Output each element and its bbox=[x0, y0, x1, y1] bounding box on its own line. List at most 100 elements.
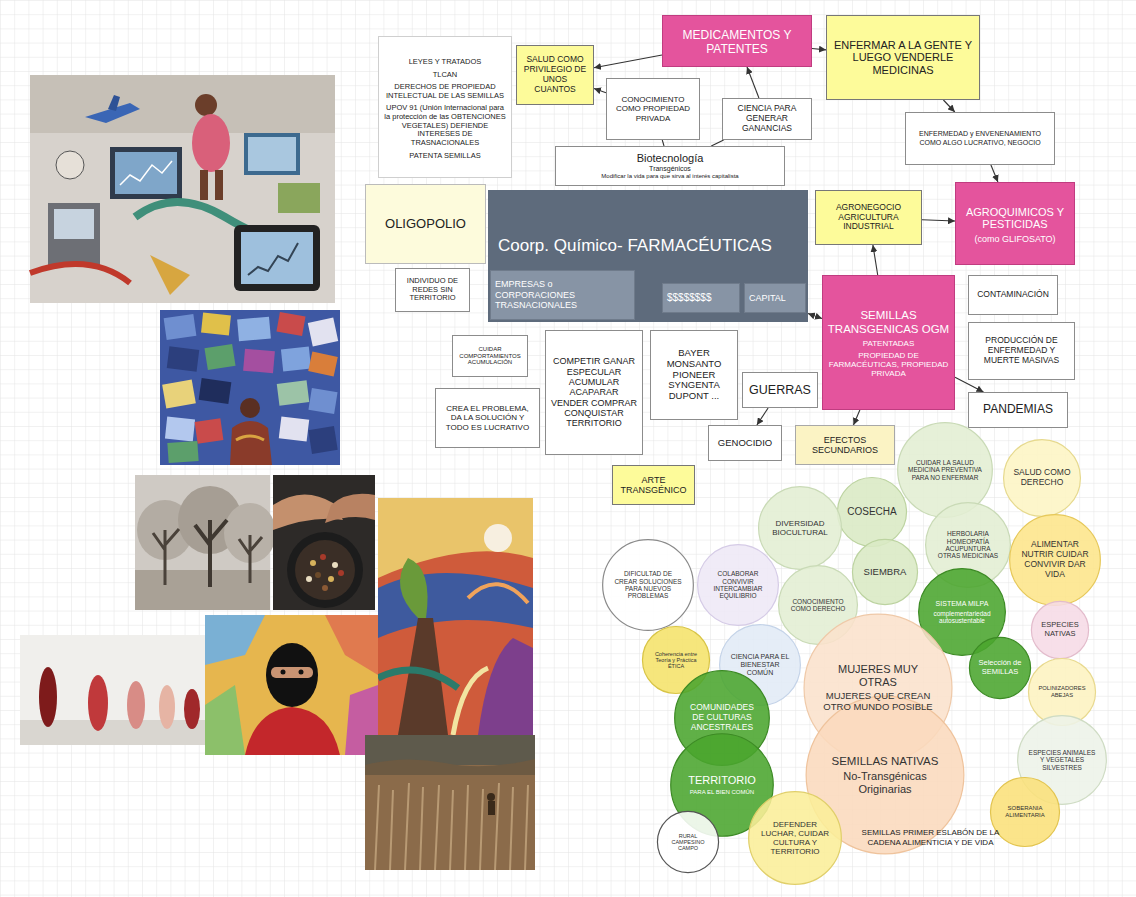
concept-circle: RURAL CAMPESINO CAMPO bbox=[657, 811, 719, 873]
patchwork-illustration-part bbox=[204, 344, 235, 370]
node-text: UPOV 91 (Unión Internacional para la pro… bbox=[384, 104, 506, 147]
text-wrap: COLABORAR CONVIVIR INTERCAMBIAR EQUILIBR… bbox=[706, 570, 770, 600]
collage-illustration-part bbox=[150, 255, 190, 295]
text-wrap: EFECTOS SECUNDARIOS bbox=[800, 435, 890, 456]
node-text: complementariedad autosustentable bbox=[928, 610, 997, 625]
arrow-connector bbox=[808, 314, 822, 319]
node-text: PROPIEDAD DE FARMACÉUTICAS, PROPIEDAD PR… bbox=[827, 351, 950, 379]
arrow-connector bbox=[943, 100, 954, 112]
node-text: Modificar la vida para que sirva al inte… bbox=[560, 173, 780, 180]
trees-photo-part bbox=[239, 535, 262, 583]
circle-outline-shape bbox=[1031, 601, 1088, 658]
arrow-connector bbox=[747, 67, 759, 98]
patchwork-illustration-part bbox=[279, 416, 309, 441]
concept-box: CAPITAL bbox=[744, 283, 806, 313]
text-wrap: AGRONEGOCIO AGRICULTURA INDUSTRIAL bbox=[820, 203, 917, 232]
field-photo-part bbox=[488, 801, 495, 815]
node-text: EMPRESAS o CORPORACIONES TRASNACIONALES bbox=[495, 279, 630, 310]
node-text: No-Transgénicas Originarias bbox=[823, 770, 948, 795]
patchwork-illustration-part bbox=[160, 310, 340, 465]
node-text: ESPECIES NATIVAS bbox=[1037, 621, 1082, 638]
node-text: SALUD COMO DERECHO bbox=[1012, 468, 1073, 488]
circle-outline-shape bbox=[969, 637, 1030, 698]
concept-circle: SALUD COMO DERECHO bbox=[1003, 439, 1081, 517]
text-wrap: CIENCIA PARA EL BIENESTAR COMÚN bbox=[728, 653, 792, 677]
node-text: MUJERES MUY OTRAS bbox=[820, 663, 937, 688]
collage-illustration-part bbox=[248, 137, 296, 171]
text-wrap: SIEMBRA bbox=[859, 567, 910, 578]
caption-note: SEMILLAS PRIMER ESLABÓN DE LA CADENA ALI… bbox=[848, 828, 1013, 847]
text-wrap: CAPITAL bbox=[749, 293, 801, 303]
arrow-connector bbox=[853, 410, 859, 425]
node-text: (como GLIFOSATO) bbox=[960, 234, 1070, 244]
concept-box: ENFERMAR A LA GENTE Y LUEGO VENDERLE MED… bbox=[826, 15, 980, 100]
trees-photo bbox=[135, 475, 276, 610]
text-wrap: GUERRAS bbox=[747, 383, 813, 397]
circle-outline-shape bbox=[990, 777, 1059, 846]
text-wrap: GENOCIDIO bbox=[713, 438, 777, 449]
node-text: SEMILLAS NATIVAS bbox=[823, 755, 948, 768]
patchwork-illustration-part bbox=[167, 441, 198, 463]
concept-circle: SIEMBRA bbox=[852, 539, 918, 605]
node-text: TLCAN bbox=[384, 71, 506, 80]
text-wrap: PRODUCCIÓN DE ENFERMEDAD Y MUERTE MASIVA… bbox=[973, 336, 1070, 365]
text-wrap: DIFICULTAD DE CREAR SOLUCIONES PARA NUEV… bbox=[612, 570, 684, 600]
concept-box: INDIVIDUO DE REDES SIN TERRITORIO bbox=[395, 268, 470, 312]
patchwork-illustration-part bbox=[281, 347, 311, 372]
masked-figure-painting-part bbox=[271, 667, 313, 678]
collage-illustration-part bbox=[30, 75, 335, 133]
concept-circle: COLABORAR CONVIVIR INTERCAMBIAR EQUILIBR… bbox=[697, 544, 779, 626]
collage-illustration-part bbox=[56, 151, 84, 179]
concept-circle: DIVERSIDAD BIOCULTURAL bbox=[758, 486, 842, 570]
arrow-connector bbox=[991, 165, 998, 182]
trees-photo-part bbox=[135, 475, 270, 610]
hands-seeds-photo-part bbox=[310, 560, 316, 566]
node-text: PRODUCCIÓN DE ENFERMEDAD Y MUERTE MASIVA… bbox=[973, 336, 1070, 365]
node-text: CONOCIMIENTO COMO DERECHO bbox=[787, 598, 849, 613]
patchwork-illustration-part bbox=[240, 398, 260, 418]
concept-circle: Selección de SEMILLAS bbox=[969, 637, 1031, 699]
text-wrap: SEMILLAS TRANSGENICAS OGMPATENTADASPROPI… bbox=[827, 306, 950, 378]
concept-box: AGRONEGOCIO AGRICULTURA INDUSTRIAL bbox=[815, 190, 922, 245]
node-text: COLABORAR CONVIVIR INTERCAMBIAR EQUILIBR… bbox=[706, 570, 770, 600]
hands-seeds-photo-part bbox=[328, 576, 334, 582]
text-wrap: CIENCIA PARA GENERAR GANANCIAS bbox=[727, 104, 807, 133]
text-wrap: CUIDAR LA SALUD MEDICINA PREVENTIVA PARA… bbox=[908, 459, 983, 481]
text-wrap: Coherencia entre Teoría y Práctica ÉTICA bbox=[649, 651, 702, 670]
node-text: CONOCIMIENTO COMO PROPIEDAD PRIVADA bbox=[611, 95, 695, 123]
masked-figure-painting-part bbox=[245, 707, 340, 755]
field-photo bbox=[365, 735, 535, 870]
text-wrap: ENFERMEDAD y ENVENENAMIENTO COMO ALGO LU… bbox=[910, 130, 1050, 146]
concept-box: BAYER MONSANTO PIONEER SYNGENTA DUPONT .… bbox=[650, 330, 738, 420]
node-text: DIVERSIDAD BIOCULTURAL bbox=[767, 519, 833, 537]
patchwork-illustration-part bbox=[308, 352, 338, 377]
patchwork-illustration-part bbox=[276, 312, 305, 336]
arrow-connector bbox=[812, 48, 826, 49]
text-wrap: BiotecnologíaTransgénicosModificar la vi… bbox=[560, 152, 780, 181]
text-wrap: CUIDAR COMPORTAMIENTOS ACUMULACIÓN bbox=[457, 346, 523, 367]
patchwork-illustration-part bbox=[308, 426, 337, 454]
node-text: ENFERMEDAD y ENVENENAMIENTO COMO ALGO LU… bbox=[910, 130, 1050, 146]
painting-illustration-part bbox=[378, 498, 533, 735]
text-wrap: CONOCIMIENTO COMO PROPIEDAD PRIVADA bbox=[611, 95, 695, 123]
text-wrap: SEMILLAS NATIVAS No-Transgénicas Originar… bbox=[823, 755, 948, 796]
text-wrap: LEYES Y TRATADOSTLCANDERECHOS DE PROPIED… bbox=[384, 54, 506, 160]
circle-outline-shape bbox=[603, 540, 694, 631]
concept-circle: COSECHA bbox=[837, 477, 907, 547]
text-wrap: ESPECIES NATIVAS bbox=[1037, 621, 1082, 638]
node-text: MEDICAMENTOS Y PATENTES bbox=[667, 29, 807, 57]
collage-illustration-part bbox=[108, 95, 120, 111]
hands-seeds-photo-part bbox=[295, 540, 355, 600]
masked-figure-painting-part bbox=[325, 615, 378, 675]
patchwork-illustration bbox=[160, 310, 340, 465]
patchwork-illustration-part bbox=[162, 380, 196, 409]
corporation-panel: EMPRESAS o CORPORACIONES TRASNACIONALES$… bbox=[488, 190, 808, 322]
hands-seeds-photo-part bbox=[306, 576, 312, 582]
patchwork-illustration-part bbox=[230, 421, 272, 465]
text-wrap: SISTEMA MILPAcomplementariedad autosuste… bbox=[928, 600, 997, 625]
concept-circle: ALIMENTAR NUTRIR CUIDAR CONVIVIR DAR VID… bbox=[1009, 514, 1101, 606]
circle-outline-shape bbox=[1004, 440, 1081, 517]
concept-box: BiotecnologíaTransgénicosModificar la vi… bbox=[555, 146, 785, 186]
